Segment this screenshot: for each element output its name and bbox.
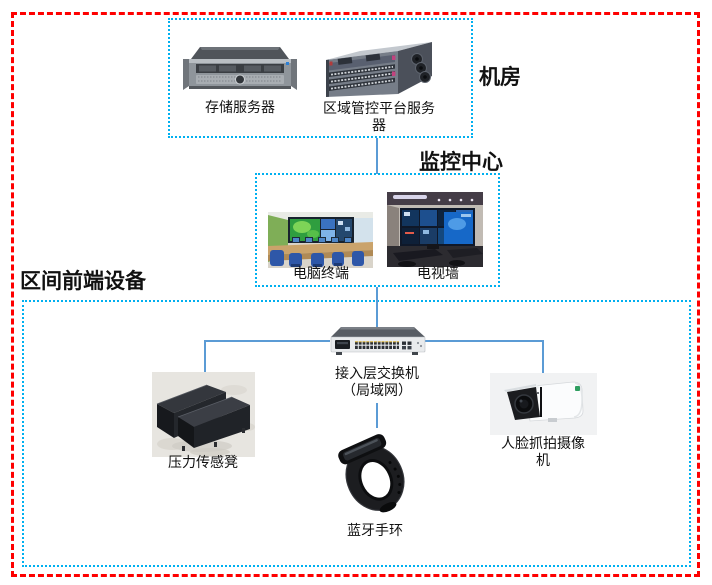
- platform-server-image: [326, 42, 432, 97]
- computer-terminal-label: 电脑终端: [293, 267, 349, 282]
- bluetooth-band-node: [335, 428, 415, 517]
- face-camera-node: [490, 373, 597, 435]
- computer-terminal-node: [268, 212, 373, 268]
- bluetooth-band-label: 蓝牙手环: [347, 524, 403, 539]
- bluetooth-band-image: [335, 428, 415, 517]
- connector-switch-stool-horizontal: [204, 340, 330, 342]
- connector-switch-camera-horizontal: [424, 340, 544, 342]
- platform-server-node: [318, 36, 440, 100]
- pressure-stool-image: [152, 372, 255, 457]
- face-camera-label: 人脸抓拍摄像 机: [501, 437, 585, 469]
- outer-dashed-frame: [11, 12, 700, 577]
- face-camera-image: [490, 373, 597, 435]
- zone-frontend-devices: [22, 300, 691, 567]
- access-switch-node: [328, 324, 428, 358]
- connector-switch-band: [376, 403, 378, 429]
- zone-label-server-room: 机房: [479, 65, 521, 89]
- connector-serverroom-monitoring: [376, 138, 378, 174]
- tv-wall-label: 电视墙: [417, 267, 459, 282]
- zone-label-monitoring-center: 监控中心: [419, 150, 503, 174]
- access-switch-image: [330, 327, 426, 355]
- pressure-stool-label: 压力传感凳: [168, 456, 238, 471]
- computer-terminal-image: [268, 212, 373, 268]
- zone-monitoring-center: [255, 173, 500, 287]
- tv-wall-node: [387, 192, 483, 267]
- storage-server-node: [183, 38, 297, 98]
- access-switch-label: 接入层交换机 （局域网）: [335, 367, 419, 399]
- storage-server-label: 存储服务器: [205, 101, 275, 116]
- connector-switch-camera-vertical: [542, 340, 544, 374]
- zone-server-room: [168, 18, 473, 138]
- zone-label-frontend: 区间前端设备: [20, 269, 146, 293]
- connector-switch-stool-vertical: [204, 340, 206, 373]
- storage-server-image: [183, 47, 297, 90]
- tv-wall-image: [387, 192, 483, 267]
- pressure-stool-node: [152, 372, 255, 457]
- connector-monitoring-switch: [376, 287, 378, 328]
- platform-server-label: 区域管控平台服务 器: [323, 102, 435, 134]
